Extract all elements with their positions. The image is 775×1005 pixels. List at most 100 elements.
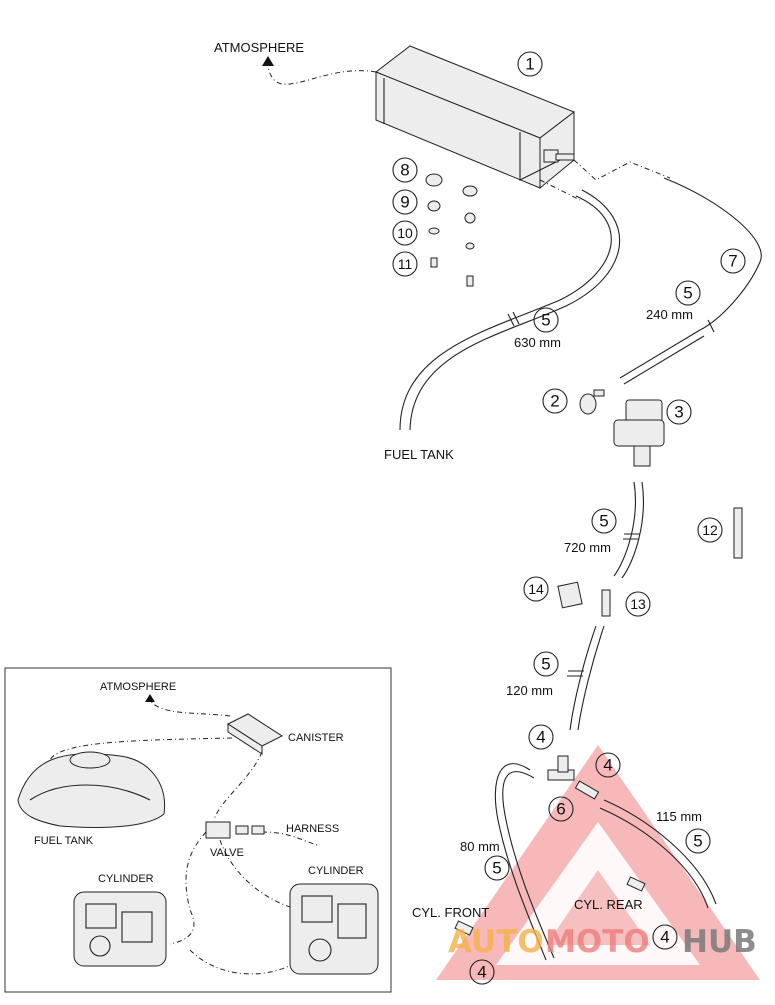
callout-1: 1 <box>517 51 543 77</box>
hose-break-mark <box>567 670 584 677</box>
callout-4-d: 4 <box>469 959 495 985</box>
inset-cylinder-right-label: CYLINDER <box>308 865 364 877</box>
svg-text:5: 5 <box>492 859 501 878</box>
callout-3: 3 <box>666 399 692 425</box>
inset-canister-label: CANISTER <box>288 732 344 744</box>
callout-12: 12 <box>697 517 723 543</box>
inset-schematic: ATMOSPHERE CANISTER FUEL TANK VALVE HARN… <box>4 667 392 993</box>
hose-80-length: 80 mm <box>460 839 500 854</box>
svg-text:12: 12 <box>702 522 718 538</box>
svg-text:1: 1 <box>525 55 534 74</box>
cyl-rear-label: CYL. REAR <box>574 897 643 912</box>
hose-break-mark <box>623 533 640 540</box>
inset-rear-line <box>219 839 301 911</box>
svg-text:7: 7 <box>728 252 737 271</box>
front-nipple-part <box>454 920 474 936</box>
watermark-moto: MOTO <box>545 924 650 960</box>
callout-5-a: 5 <box>675 280 701 306</box>
svg-text:5: 5 <box>599 512 608 531</box>
clip-part <box>557 581 583 609</box>
canister-tank-line <box>539 179 581 201</box>
cyl-front-label: CYL. FRONT <box>412 905 489 920</box>
svg-text:5: 5 <box>541 655 550 674</box>
svg-text:2: 2 <box>550 392 559 411</box>
small-parts-group <box>425 173 478 287</box>
hose-break-mark <box>707 319 715 333</box>
hose-720-length: 720 mm <box>564 540 611 555</box>
callouts: 1 8 9 10 11 7 5 5 2 3 5 12 14 13 5 4 4 6… <box>392 51 746 985</box>
hose-630mm <box>399 195 612 431</box>
svg-text:5: 5 <box>693 832 702 851</box>
svg-text:3: 3 <box>674 403 683 422</box>
hose-120mm <box>569 625 597 731</box>
inset-valve <box>205 821 231 839</box>
callout-5-b: 5 <box>533 307 559 333</box>
atmosphere-arrow-icon <box>262 56 274 66</box>
canister-part <box>374 45 576 190</box>
callout-5-d: 5 <box>533 651 559 677</box>
svg-text:10: 10 <box>397 225 413 241</box>
inset-fuel-tank <box>17 751 166 828</box>
hose-115-length: 115 mm <box>656 809 702 824</box>
callout-4-b: 4 <box>595 752 621 778</box>
purge-valve-part <box>613 399 665 467</box>
watermark-auto: AUTO <box>448 924 544 960</box>
svg-text:9: 9 <box>400 193 409 212</box>
callout-10: 10 <box>392 220 418 246</box>
tee-fitting-part <box>547 755 600 800</box>
callout-4-c: 4 <box>652 924 678 950</box>
callout-9: 9 <box>392 189 418 215</box>
svg-text:6: 6 <box>556 800 565 819</box>
inset-arrow-icon <box>145 694 155 702</box>
hose-720mm <box>613 481 636 577</box>
watermark-triangle-cutout <box>496 822 700 965</box>
svg-text:4: 4 <box>660 928 669 947</box>
watermark-text: AUTO MOTO HUB <box>448 924 757 960</box>
inset-tank-line <box>49 737 233 761</box>
inset-atmosphere-label: ATMOSPHERE <box>100 681 176 693</box>
svg-text:14: 14 <box>528 581 544 597</box>
callout-13: 13 <box>625 591 651 617</box>
svg-text:4: 4 <box>603 756 612 775</box>
inset-valve-label: VALVE <box>210 847 244 859</box>
clamp-part <box>579 389 605 415</box>
callout-4-a: 4 <box>528 724 554 750</box>
callout-14: 14 <box>523 576 549 602</box>
callout-11: 11 <box>392 251 418 277</box>
atmosphere-vent-line <box>267 65 377 85</box>
hose-120-length: 120 mm <box>506 683 553 698</box>
callout-8: 8 <box>392 157 418 183</box>
inset-cylinder-right <box>289 883 379 975</box>
svg-text:13: 13 <box>630 596 646 612</box>
svg-text:11: 11 <box>398 256 413 272</box>
atmosphere-label: ATMOSPHERE <box>214 40 304 55</box>
hose-80mm <box>494 763 547 961</box>
svg-text:5: 5 <box>683 284 692 303</box>
inset-cylinder-left-label: CYLINDER <box>98 873 154 885</box>
callout-6: 6 <box>548 796 574 822</box>
svg-text:5: 5 <box>541 311 550 330</box>
hose-630-length: 630 mm <box>514 335 561 350</box>
inset-cylinder-left <box>73 891 167 967</box>
svg-text:8: 8 <box>400 161 409 180</box>
callout-5-e: 5 <box>685 828 711 854</box>
svg-text:4: 4 <box>536 728 545 747</box>
hose-240-length: 240 mm <box>646 307 693 322</box>
watermark-hub: HUB <box>682 924 757 960</box>
callout-7: 7 <box>720 248 746 274</box>
inset-harness-label: HARNESS <box>286 823 339 835</box>
watermark-logo <box>436 745 760 980</box>
svg-text:4: 4 <box>477 963 486 982</box>
hose-240mm <box>619 329 701 379</box>
hose-115mm <box>603 799 717 905</box>
connector-part <box>601 589 611 617</box>
inset-fuel-tank-label: FUEL TANK <box>34 835 94 847</box>
inset-harness-line <box>261 831 321 847</box>
rear-nipple-part <box>626 876 646 892</box>
corrugated-hose <box>663 177 762 331</box>
watermark-triangle-inner <box>546 870 650 945</box>
callout-2: 2 <box>542 388 568 414</box>
strap-part <box>733 507 743 559</box>
hose-break-mark <box>507 311 520 327</box>
